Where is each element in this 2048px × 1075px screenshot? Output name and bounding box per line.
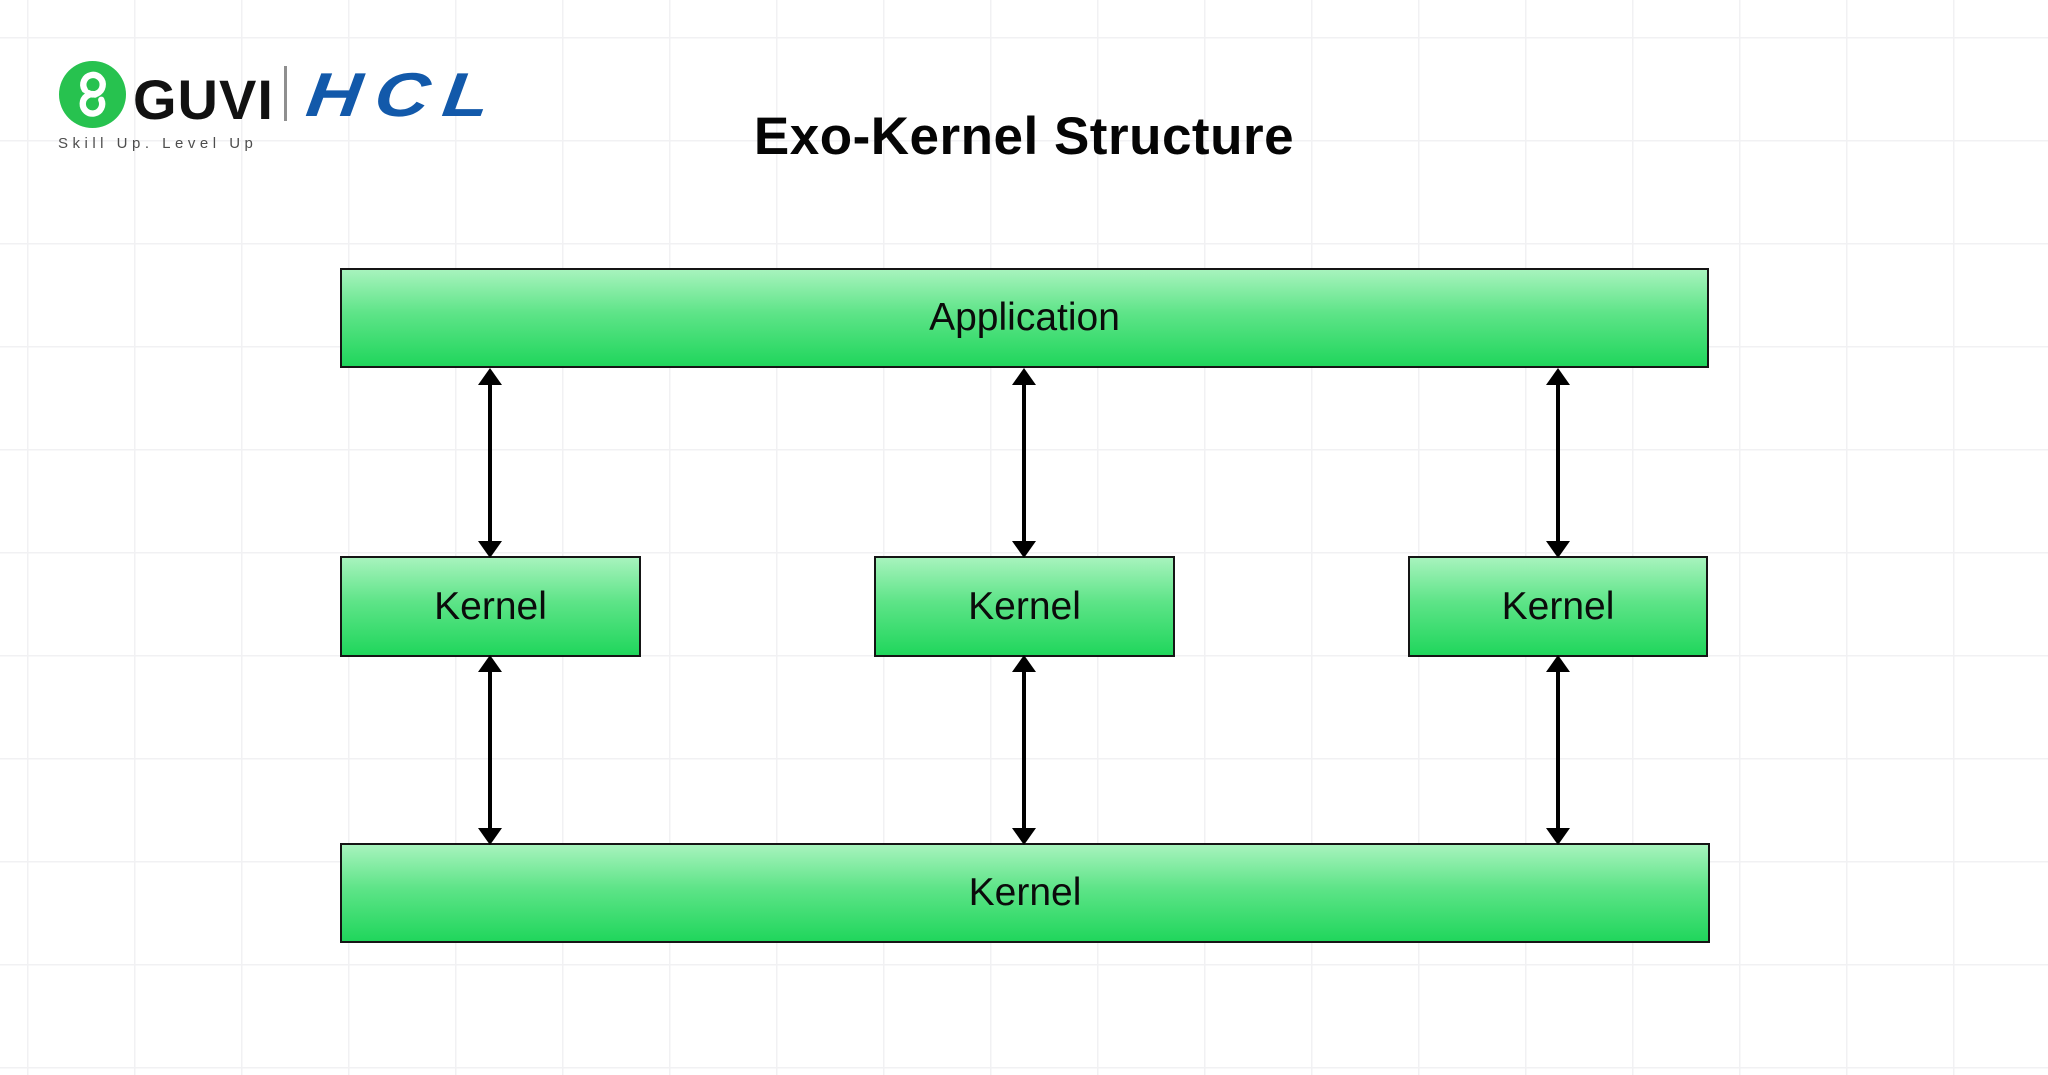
arrowhead-up-icon [1012,655,1036,672]
arrowhead-down-icon [478,541,502,558]
kernel-box-right: Kernel [1408,556,1708,657]
guvi-logo-icon [59,61,126,128]
brand-header: GUVI HCL Skill Up. Level Up [0,0,620,170]
guvi-wordmark: GUVI [133,68,274,131]
double-arrow-app-kernel-middle [1011,368,1037,558]
page-title: Exo-Kernel Structure [753,107,1295,166]
arrow-stem [1556,672,1560,828]
brand-divider [284,66,287,121]
double-arrow-app-kernel-left [477,368,503,558]
arrowhead-down-icon [1546,541,1570,558]
arrow-stem [488,672,492,828]
arrow-stem [488,385,492,541]
arrowhead-down-icon [1012,828,1036,845]
kernel-box-left: Kernel [340,556,641,657]
arrowhead-up-icon [478,368,502,385]
arrow-stem [1022,385,1026,541]
arrow-stem [1556,385,1560,541]
arrowhead-up-icon [1546,368,1570,385]
double-arrow-kernel-base-left [477,655,503,845]
arrowhead-up-icon [478,655,502,672]
application-box: Application [340,268,1709,368]
arrow-stem [1022,672,1026,828]
arrowhead-up-icon [1546,655,1570,672]
brand-tagline: Skill Up. Level Up [58,135,258,152]
arrowhead-up-icon [1012,368,1036,385]
arrowhead-down-icon [478,828,502,845]
double-arrow-app-kernel-right [1545,368,1571,558]
base-kernel-box: Kernel [340,843,1710,943]
double-arrow-kernel-base-middle [1011,655,1037,845]
kernel-box-middle: Kernel [874,556,1175,657]
arrowhead-down-icon [1012,541,1036,558]
double-arrow-kernel-base-right [1545,655,1571,845]
arrowhead-down-icon [1546,828,1570,845]
